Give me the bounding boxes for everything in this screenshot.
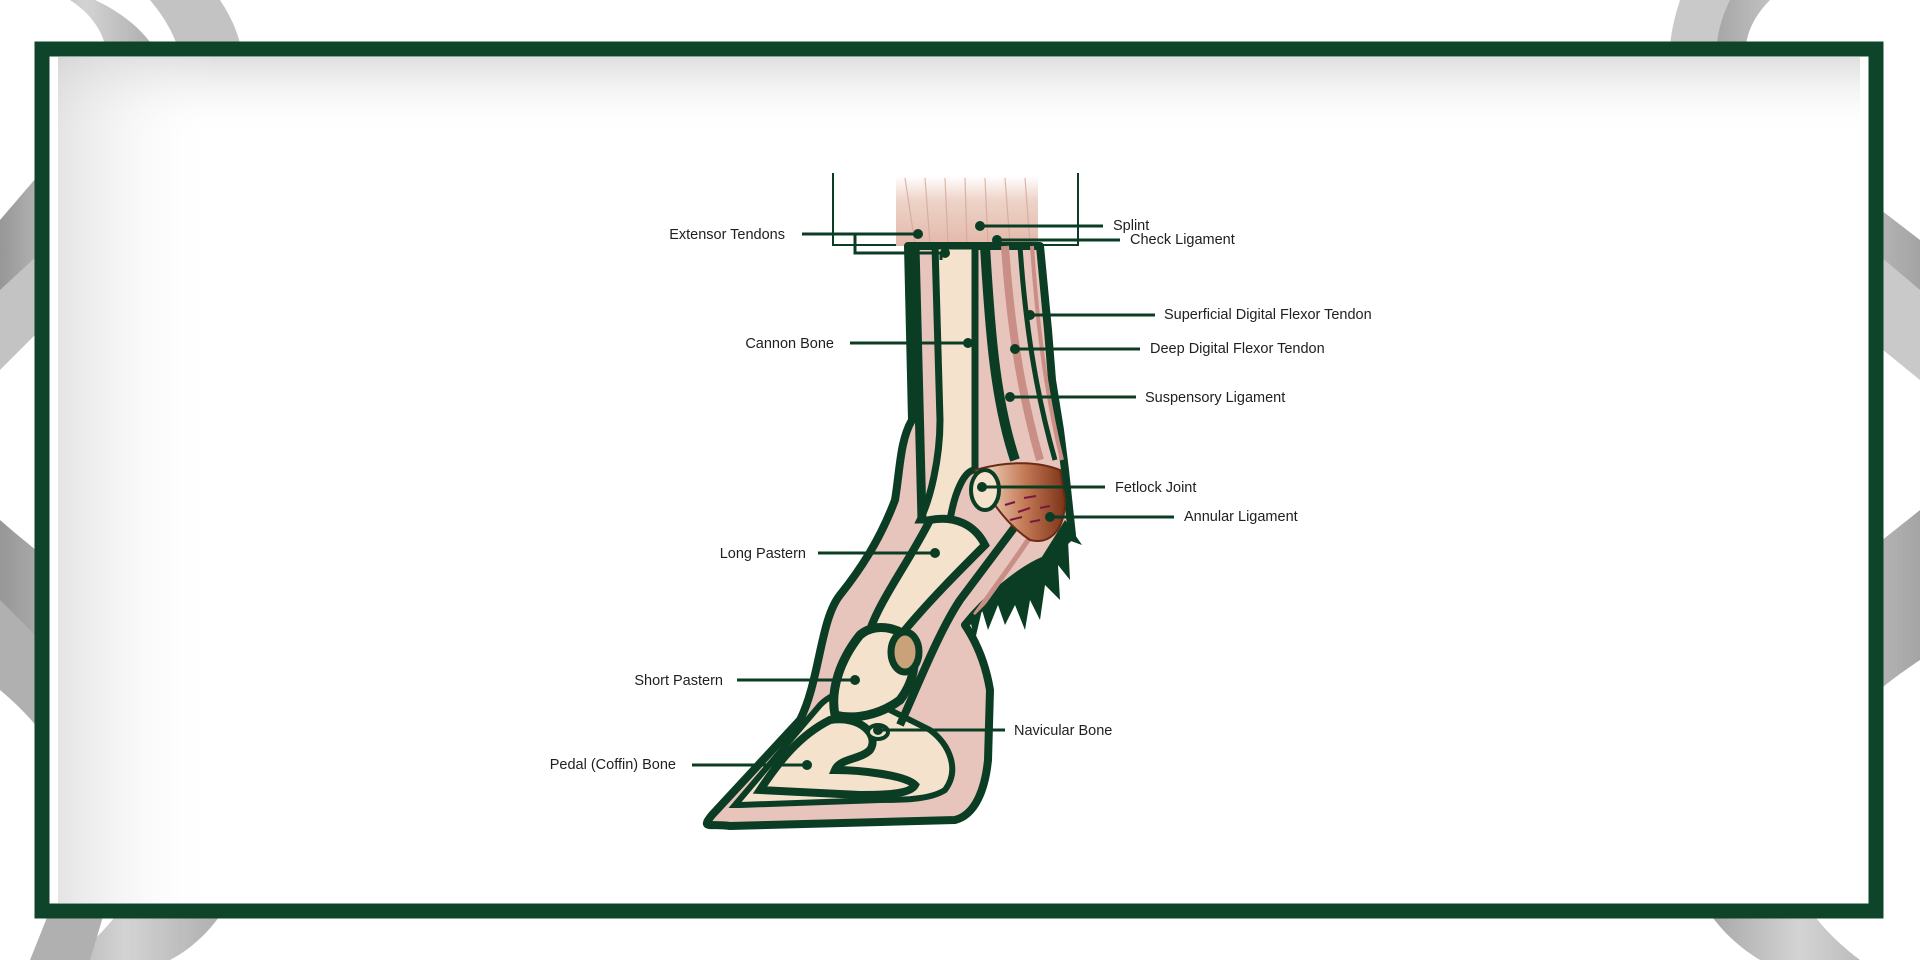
label-check-ligament: Check Ligament xyxy=(1130,232,1235,248)
label-short-pastern: Short Pastern xyxy=(634,673,723,689)
tendon-band-1 xyxy=(910,245,927,521)
label-pedal-coffin-bone: Pedal (Coffin) Bone xyxy=(550,757,676,773)
pastern-joint xyxy=(887,628,923,676)
tendon-band-3 xyxy=(1001,245,1044,462)
fetlock-markings xyxy=(1004,495,1051,523)
label-cannon-bone: Cannon Bone xyxy=(745,336,834,352)
pedal-bone-shape xyxy=(752,715,920,800)
tendon-band-2 xyxy=(980,245,1020,462)
label-long-pastern: Long Pastern xyxy=(720,546,806,562)
label-annular-ligament: Annular Ligament xyxy=(1184,509,1298,525)
tendon-band-4 xyxy=(1017,245,1058,461)
label-extensor-tendons: Extensor Tendons xyxy=(669,227,785,243)
label-dots xyxy=(802,221,1055,770)
label-fetlock-joint: Fetlock Joint xyxy=(1115,480,1196,496)
label-deep-digital-flexor-tendon: Deep Digital Flexor Tendon xyxy=(1150,341,1325,357)
feathering xyxy=(970,520,1082,640)
frame-left-shade xyxy=(58,57,218,903)
label-superficial-digital-flexor-tendon: Superficial Digital Flexor Tendon xyxy=(1164,307,1372,323)
label-splint: Splint xyxy=(1113,218,1149,234)
diagram-labels: Extensor Tendons Splint Check Ligament S… xyxy=(550,218,1372,773)
label-suspensory-ligament: Suspensory Ligament xyxy=(1145,390,1285,406)
label-navicular-bone: Navicular Bone xyxy=(1014,723,1112,739)
leader-lines xyxy=(692,224,1174,767)
frame-top-shade xyxy=(58,57,1860,137)
tendon-band-5 xyxy=(1030,245,1064,461)
